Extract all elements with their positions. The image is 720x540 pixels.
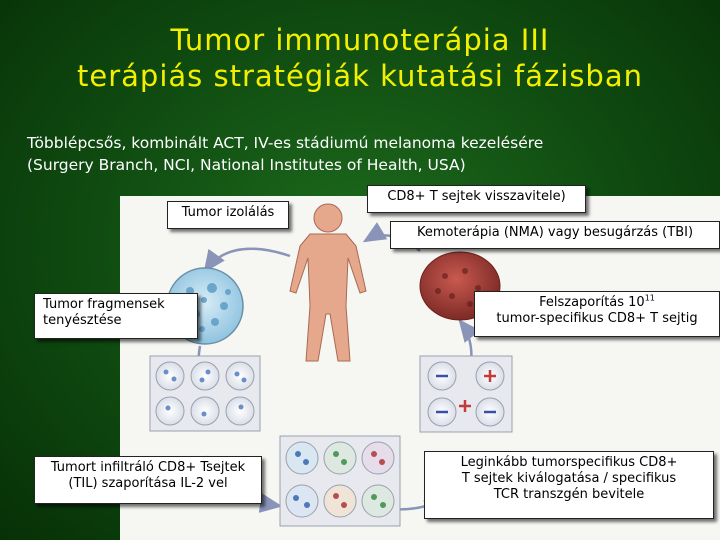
title-line-2: terápiás stratégiák kutatási fázisban — [77, 59, 643, 93]
plus-minus-wells-icon — [419, 355, 513, 433]
label-expansion-exponent: 11 — [644, 293, 655, 303]
label-expansion: Felszaporítás 1011 tumor-specifikus CD8+… — [474, 291, 720, 337]
label-fragment-culture-line-1: Tumor fragmensek — [43, 297, 165, 312]
label-fragment-culture-line-2: tenyésztése — [43, 313, 122, 328]
label-cd8-return: CD8+ T sejtek visszavitele) — [367, 185, 586, 213]
label-cell-selection: Leginkább tumorspecifikus CD8+ T sejtek … — [424, 451, 714, 519]
label-til-line-1: Tumort infiltráló CD8+ Tsejtek — [50, 460, 246, 475]
label-chemo-radiation: Kemoterápia (NMA) vagy besugárzás (TBI) — [390, 221, 720, 249]
subtitle-line-1: Többlépcsős, kombinált ACT, IV-es stádiu… — [27, 134, 544, 152]
diagram-illustration — [149, 203, 513, 527]
label-til-expansion: Tumort infiltráló CD8+ Tsejtek (TIL) sza… — [34, 456, 262, 504]
label-expansion-line-1: Felszaporítás 1011 — [480, 293, 714, 311]
title-line-1: Tumor immunoterápia III — [170, 23, 550, 57]
well-plate-icon — [279, 435, 401, 527]
label-tumor-isolation: Tumor izolálás — [167, 201, 289, 229]
label-til-line-2: (TIL) szaporítása IL-2 vel — [68, 476, 228, 491]
label-selection-line-3: TCR transzgén bevitele — [493, 487, 645, 502]
subtitle-line-2: (Surgery Branch, NCI, National Institute… — [27, 156, 466, 174]
label-fragment-culture: Tumor fragmensek tenyésztése — [34, 293, 198, 339]
well-plate-icon — [149, 355, 261, 432]
label-selection-line-1: Leginkább tumorspecifikus CD8+ — [460, 455, 678, 470]
arrow-body-to-plate — [203, 247, 291, 274]
label-expansion-line-2: tumor-specifikus CD8+ T sejtig — [496, 311, 698, 326]
label-expansion-text: Felszaporítás 10 — [539, 295, 645, 310]
human-body-icon — [289, 203, 367, 362]
label-selection-line-2: T sejtek kiválogatása / specifikus — [461, 471, 677, 486]
